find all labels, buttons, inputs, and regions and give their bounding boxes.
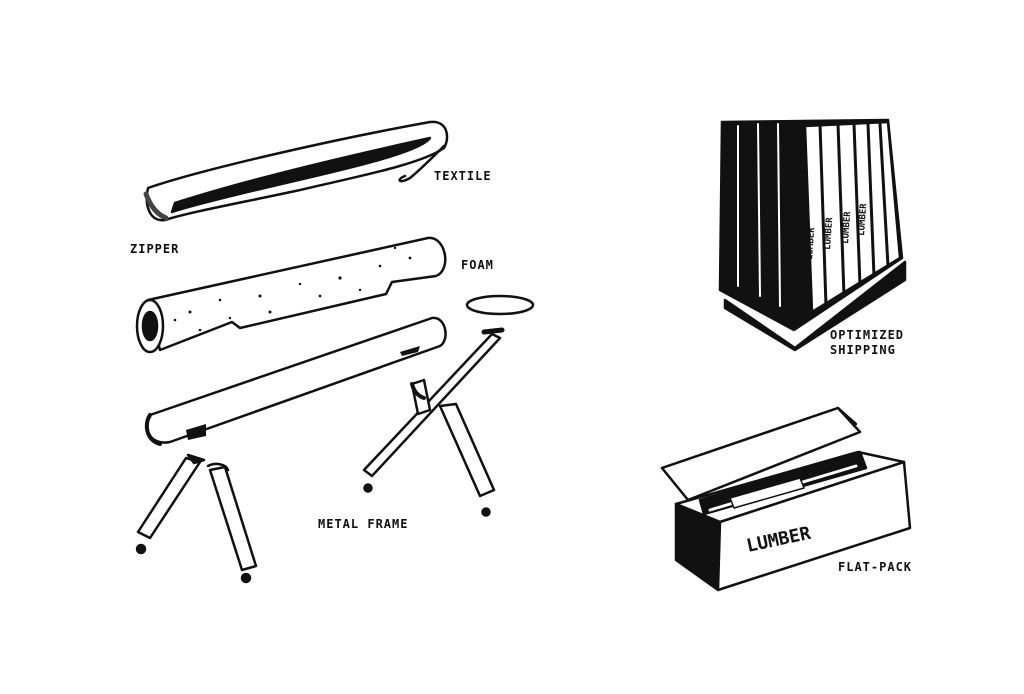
shipping-brand-2: LUMBER — [823, 217, 835, 251]
shipping-brand-1: LUMBER — [805, 227, 817, 261]
label-textile: TEXTILE — [434, 169, 492, 183]
label-optimized: OPTIMIZED — [830, 328, 905, 342]
shipping-brand-3: LUMBER — [841, 211, 853, 245]
shipping-brand-4: LUMBER — [857, 203, 869, 237]
label-optimized-shipping: OPTIMIZED SHIPPING — [830, 328, 904, 358]
pallet-stack: LUMBER LUMBER LUMBER LUMBER — [718, 118, 907, 352]
label-metal-frame: METAL FRAME — [318, 517, 409, 531]
label-zipper: ZIPPER — [130, 242, 180, 256]
frame-legs-left — [135, 453, 258, 584]
label-foam: FOAM — [461, 258, 494, 272]
textile-cover — [143, 120, 449, 222]
label-flat-pack: FLAT-PACK — [838, 560, 913, 574]
seat-disc — [465, 294, 535, 316]
frame-legs-right — [362, 327, 505, 517]
foam-cylinder — [135, 236, 447, 354]
label-shipping: SHIPPING — [830, 343, 896, 357]
flat-pack-box: LUMBER — [660, 406, 912, 592]
frame-tube — [144, 316, 447, 446]
